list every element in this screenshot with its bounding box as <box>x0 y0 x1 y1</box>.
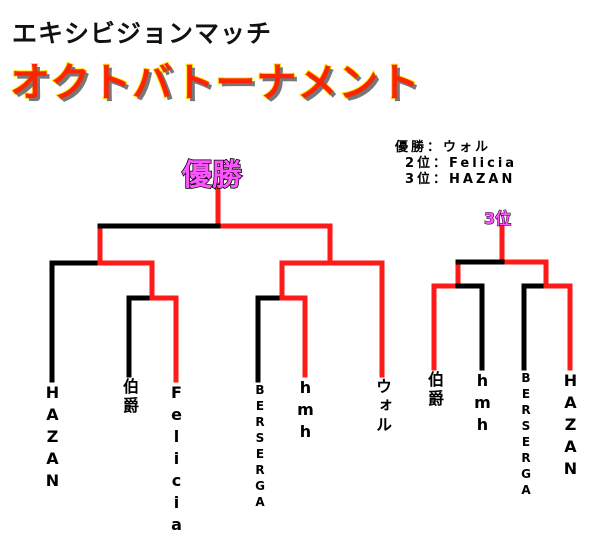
player-name-berserga: BERSERGA <box>253 383 267 511</box>
event-subtitle: エキシビジョンマッチ <box>12 19 273 48</box>
line-berserga <box>255 295 285 383</box>
third-player-name-hmh: hmh <box>473 371 492 437</box>
player-name-wol: ウォル <box>373 378 392 435</box>
player-name-felicia: Felicia <box>167 383 186 537</box>
line-felicia <box>97 223 221 383</box>
third-player-name-hazan: HAZAN <box>561 371 580 481</box>
line-wol <box>215 182 385 378</box>
winner-label: 優勝 <box>181 157 243 194</box>
line-3rd-hakushaku <box>431 259 505 371</box>
line-hazan <box>49 260 103 383</box>
result-first: 優勝：ウォル <box>395 140 492 155</box>
result-third: 3位：HAZAN <box>405 172 516 187</box>
event-title: オクトバトーナメント <box>9 59 421 107</box>
line-3rd-hmh <box>455 283 485 371</box>
player-name-hakushaku: 伯爵 <box>120 378 139 416</box>
player-name-hazan: HAZAN <box>43 383 62 493</box>
line-3rd-hazan <box>499 225 573 371</box>
line-3rd-berserga <box>521 283 549 371</box>
player-name-hmh: hmh <box>296 378 315 444</box>
bracket-lines <box>49 182 573 383</box>
line-hakushaku <box>126 295 155 378</box>
result-second: 2位：Felicia <box>405 156 518 171</box>
third-player-name-hakushaku: 伯爵 <box>425 371 444 409</box>
third-place-label: 3位 <box>483 209 512 229</box>
third-player-name-berserga: BERSERGA <box>519 371 533 499</box>
line-hmh <box>279 260 333 378</box>
